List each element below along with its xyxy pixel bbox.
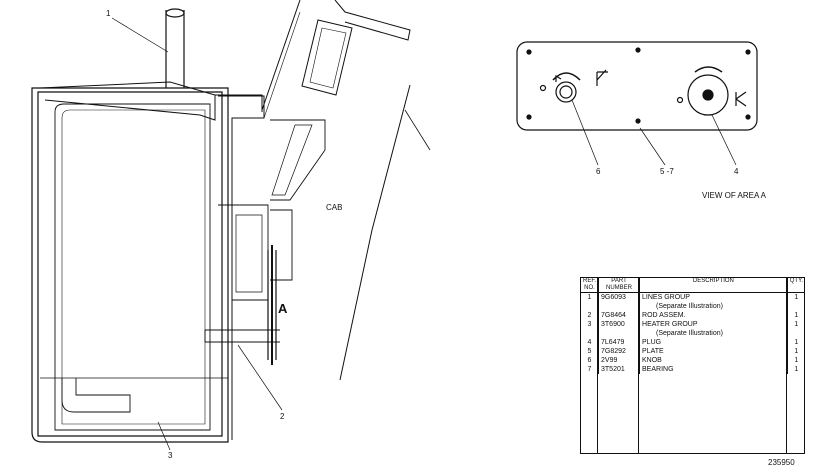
heater-panel [54, 103, 211, 431]
ref-cell: 7 [581, 365, 600, 374]
ref-cell: 1 [581, 292, 600, 302]
header-part-number: PART NUMBER [598, 278, 641, 293]
cab-window [301, 19, 353, 96]
cab-label: CAB [326, 203, 343, 212]
qty-cell [787, 302, 805, 311]
ref-cell: 4 [581, 338, 600, 347]
heater-duct [39, 81, 216, 121]
desc-cell: PLUG [639, 338, 788, 347]
ref-cell [581, 329, 600, 338]
part-cell: 7G8464 [598, 311, 641, 320]
ref-cell: 5 [581, 347, 600, 356]
rod-assembly [204, 329, 280, 343]
qty-cell: 1 [794, 366, 799, 373]
table-divider [786, 277, 787, 454]
part-cell [598, 302, 641, 311]
table-row: (Separate Illustration) [581, 302, 805, 311]
desc-cell: PLATE [639, 347, 788, 356]
callout-6: 6 [596, 167, 601, 176]
qty-cell: 1 [794, 348, 799, 355]
desc-cell: HEATER GROUP [639, 320, 788, 329]
desc-cell: KNOB [639, 356, 788, 365]
callout-1: 1 [106, 9, 111, 18]
control-plate [516, 41, 758, 166]
desc-cell: (Separate Illustration) [639, 329, 788, 338]
table-divider [597, 277, 598, 454]
heater-housing [31, 87, 229, 443]
ref-cell: 6 [581, 356, 600, 365]
qty-cell [787, 329, 805, 338]
callout-2: 2 [280, 412, 285, 421]
area-a-label: A [278, 301, 288, 316]
parts-table-frame [580, 277, 805, 454]
part-cell: 3T6900 [598, 320, 641, 329]
header-ref: REF. NO. [581, 278, 600, 293]
qty-cell: 1 [794, 339, 799, 346]
drawing-number: 235950 [768, 458, 795, 467]
desc-cell: ROD ASSEM. [639, 311, 788, 320]
part-cell: 3T5201 [598, 365, 641, 374]
qty-cell: 1 [794, 312, 799, 319]
callout-5-7: 5 -7 [660, 167, 674, 176]
part-cell [598, 329, 641, 338]
ref-cell [581, 302, 600, 311]
header-description: DESCRIPTION [639, 278, 788, 293]
part-cell: 7L6479 [598, 338, 641, 347]
table-row: (Separate Illustration) [581, 329, 805, 338]
ref-cell: 3 [581, 320, 600, 329]
desc-cell: BEARING [639, 365, 788, 374]
callout-4: 4 [734, 167, 739, 176]
lines-group-pipe [165, 10, 185, 88]
qty-cell: 1 [794, 357, 799, 364]
part-cell: 2V99 [598, 356, 641, 365]
callout-3: 3 [168, 451, 173, 460]
ref-cell: 2 [581, 311, 600, 320]
desc-cell: LINES GROUP [639, 292, 788, 302]
header-qty: QTY. [787, 278, 805, 293]
part-cell: 7G8292 [598, 347, 641, 356]
qty-cell: 1 [794, 321, 799, 328]
view-of-area-a-caption: VIEW OF AREA A [702, 191, 767, 200]
part-cell: 9G6093 [598, 292, 641, 302]
desc-cell: (Separate Illustration) [639, 302, 788, 311]
qty-cell: 1 [794, 294, 799, 301]
table-divider [638, 277, 639, 454]
